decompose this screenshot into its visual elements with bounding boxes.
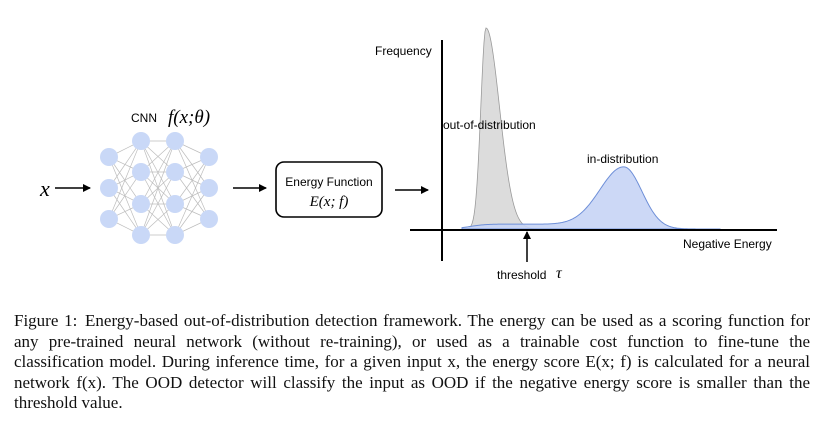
id-label: in-distribution [587, 152, 658, 166]
threshold-label: threshold [497, 268, 546, 282]
energy-function-title: Energy Function [285, 175, 372, 189]
network-node [166, 132, 184, 150]
x-axis-label: Negative Energy [683, 237, 772, 251]
network-node [166, 163, 184, 181]
cnn-label: CNN [131, 111, 157, 125]
network-edge [140, 140, 176, 236]
y-axis-label: Frequency [375, 44, 432, 58]
network-edge [140, 140, 176, 205]
network-node [200, 179, 218, 197]
network-node [132, 226, 150, 244]
energy-function-box [275, 161, 383, 218]
network-node [132, 132, 150, 150]
network-node [100, 210, 118, 228]
network-edges [108, 140, 210, 236]
network-node [100, 179, 118, 197]
framework-diagram: x CNN f(x;θ) Energy Function E(x; f) Fre… [39, 27, 777, 282]
in-distribution-curve [461, 166, 721, 230]
input-symbol: x [39, 176, 50, 201]
network-node [100, 148, 118, 166]
figure-caption-text: Energy-based out-of-distribution detecti… [14, 311, 811, 412]
network-node [200, 148, 218, 166]
threshold-symbol: τ [556, 265, 563, 282]
network-edge [108, 140, 142, 189]
network-edge [108, 140, 142, 220]
figure-caption-label: Figure 1: [14, 311, 78, 330]
network-edge [174, 187, 210, 236]
figure-caption: Figure 1: Energy-based out-of-distributi… [14, 311, 810, 414]
network-edge [174, 156, 210, 236]
network-node [132, 163, 150, 181]
cnn-function-label: f(x;θ) [168, 107, 210, 128]
network-edge [140, 171, 176, 236]
network-nodes [100, 132, 218, 244]
energy-function-formula: E(x; f) [309, 194, 349, 210]
network-node [132, 195, 150, 213]
network-node [166, 195, 184, 213]
network-node [200, 210, 218, 228]
ood-label: out-of-distribution [443, 118, 536, 132]
network-node [166, 226, 184, 244]
network-edge [174, 156, 210, 205]
network-edge [108, 171, 142, 220]
